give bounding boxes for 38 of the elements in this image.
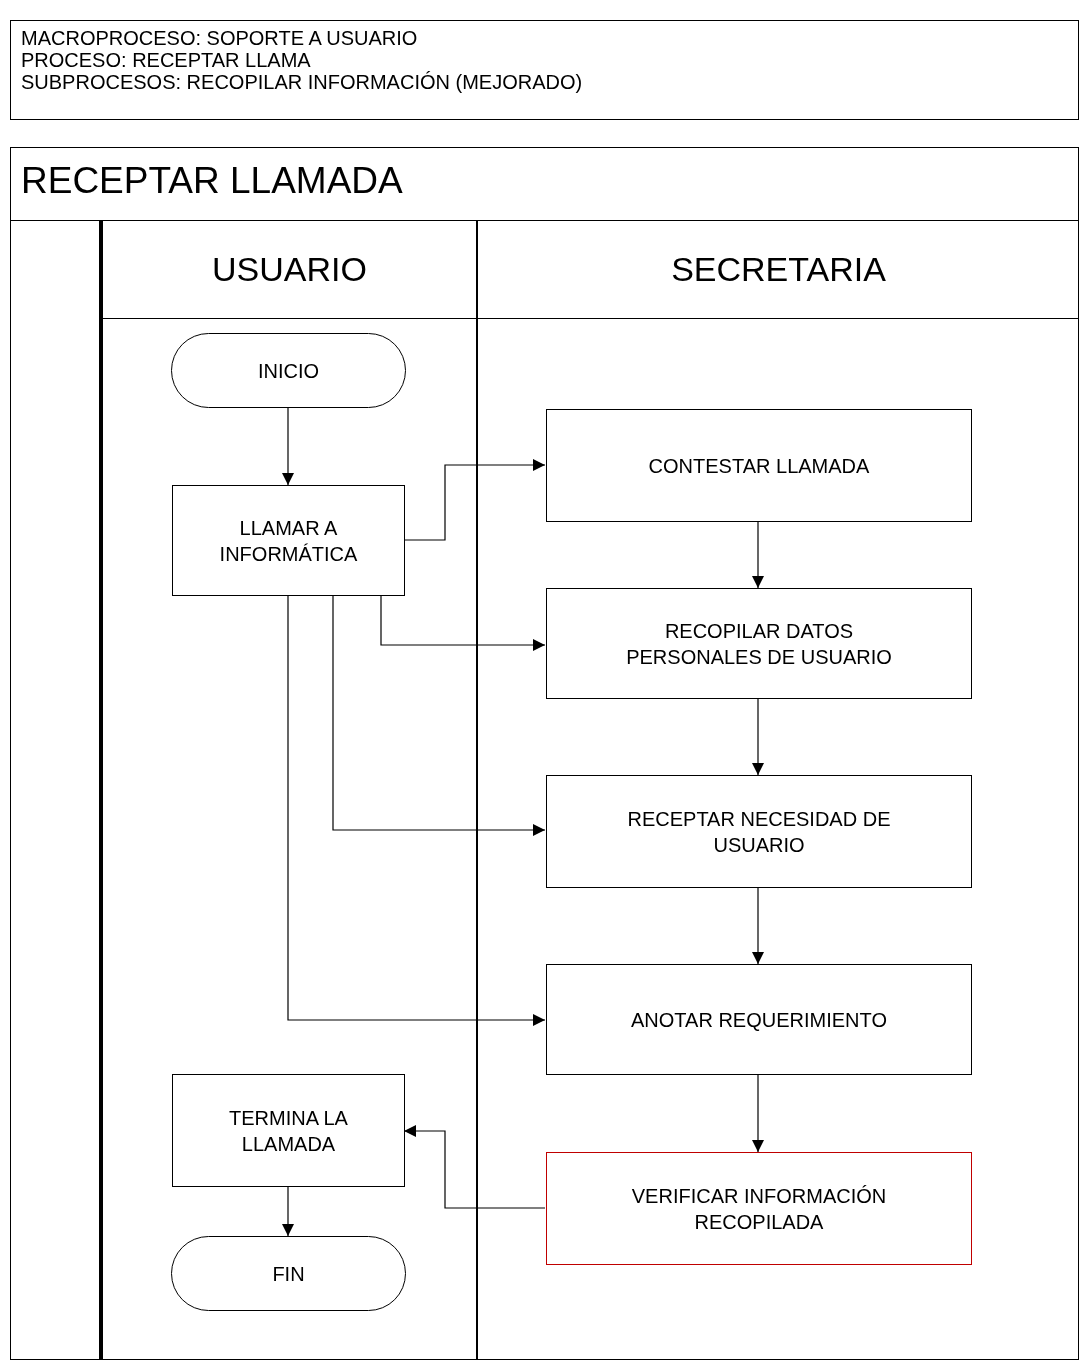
node-label: INICIO [257,358,320,384]
empty-lane [10,220,101,1360]
header-text: MACROPROCESO: SOPORTE A USUARIO [21,27,419,49]
arrow [752,1074,764,1153]
arrow [287,595,546,1026]
header-text: SUBPROCESOS: RECOPILAR INFORMACIÓN (MEJORADO) [21,71,584,93]
arrow [752,698,764,776]
node-label: LLAMAR A INFORMÁTICA [218,515,359,567]
pool-title: RECEPTAR LLAMADA [21,160,403,202]
lane-title: SECRETARIA [671,250,886,289]
pool [10,147,1079,1360]
process-box [546,1152,972,1265]
node-label: TERMINA LA LLAMADA [228,1105,349,1157]
node-label: VERIFICAR INFORMACIÓN RECOPILADA [630,1183,888,1235]
node-label: FIN [272,1261,305,1287]
process-box [172,485,405,596]
process-box [546,409,972,522]
node-label: RECOPILAR DATOS PERSONALES DE USUARIO [625,618,893,670]
arrow [380,595,546,651]
node-label: CONTESTAR LLAMADA [648,453,870,479]
process-box [546,588,972,699]
arrow [752,521,764,589]
arrow [282,1186,294,1237]
swimlane [476,220,1079,1360]
arrow [403,459,546,541]
swimlane [101,220,476,1360]
process-box [546,964,972,1075]
node-label: RECEPTAR NECESIDAD DE USUARIO [626,806,892,858]
process-box [546,775,972,888]
arrow [282,407,294,486]
process-box [172,1074,405,1187]
arrow [752,887,764,965]
node-label: ANOTAR REQUERIMIENTO [631,1007,887,1033]
header-box [10,20,1079,120]
arrow [332,595,546,836]
arrow [403,1125,546,1209]
lane-title: USUARIO [212,250,367,289]
header-text: PROCESO: RECEPTAR LLAMA [21,49,312,71]
